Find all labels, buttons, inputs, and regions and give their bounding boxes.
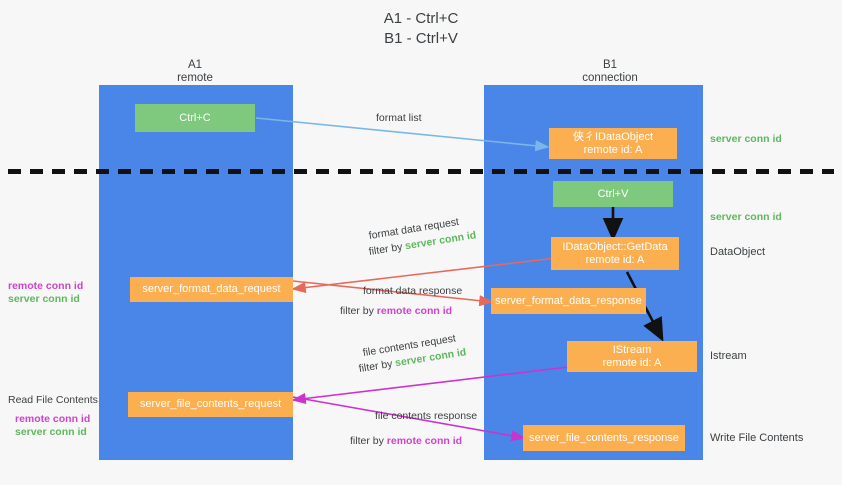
node-server-format-data-request[interactable]: server_format_data_request [130,277,293,302]
edge-label-format-data-response-filter: filter by remote conn id [340,304,452,318]
format-data-response-filter-key: remote conn id [376,305,453,317]
column-b1-sub: connection [582,72,638,84]
node-istream[interactable]: IStream remote id: A [567,341,697,372]
edge-label-file-contents-response-filter: filter by remote conn id [350,434,462,448]
edge-file-contents-request [291,366,569,405]
title-line-2: B1 - Ctrl+V [384,30,458,47]
annotation-read-file-contents: Read File Contents [8,394,98,406]
edge-format-data-response [292,280,494,307]
node-ctrl-c-label: Ctrl+C [179,111,211,124]
node-getdata-line-1: IDataObject::GetData [562,240,668,253]
node-set-dataobject-line-2: remote id: A [583,143,643,156]
annotation-format-server-conn-id: server conn id [8,293,80,305]
column-a1-name: A1 [187,59,203,71]
annotation-format-remote-conn-id: remote conn id [8,280,84,292]
node-ctrl-v[interactable]: Ctrl+V [553,181,673,207]
node-server-format-data-response[interactable]: server_format_data_response [491,288,646,314]
column-a1-sub: remote [177,72,213,84]
edge-label-file-contents-response: file contents response [375,410,478,422]
annotation-file-remote-conn-id: remote conn id [15,413,91,425]
file-contents-response-filter-prefix: filter by [350,435,387,447]
annotation-write-file-contents: Write File Contents [710,432,804,444]
node-ctrl-c[interactable]: Ctrl+C [135,104,255,132]
node-getdata[interactable]: IDataObject::GetData remote id: A [551,237,679,270]
title-line-1: A1 - Ctrl+C [383,10,459,27]
column-header-a1: A1 remote [115,59,275,85]
column-b1-name: B1 [602,59,618,71]
edge-file-contents-response [292,396,526,442]
annotation-file-server-conn-id: server conn id [15,426,87,438]
node-getdata-line-2: remote id: A [585,253,645,266]
format-data-response-filter-prefix: filter by [340,305,377,317]
edge-format-list [255,117,550,152]
node-server-format-data-response-label: server_format_data_response [495,294,642,307]
edge-label-format-data-response: format data response [363,285,463,297]
node-server-file-contents-response[interactable]: server_file_contents_response [523,425,685,451]
annotation-server-conn-id-top: server conn id [710,133,782,145]
node-ctrl-v-label: Ctrl+V [597,187,629,200]
node-set-dataobject-line-1: 俠彳IDataObject [572,130,654,143]
column-header-b1: B1 connection [530,59,690,85]
file-contents-response-filter-key: remote conn id [386,435,463,447]
phase-divider [8,169,834,174]
annotation-istream: Istream [710,350,747,362]
annotation-server-conn-id-mid: server conn id [710,211,782,223]
annotation-dataobject: DataObject [710,246,766,258]
node-server-file-contents-response-label: server_file_contents_response [529,431,679,444]
edge-format-data-request [291,257,557,294]
node-istream-line-1: IStream [612,343,652,356]
node-server-file-contents-request[interactable]: server_file_contents_request [128,392,293,417]
node-istream-line-2: remote id: A [602,356,662,369]
node-server-format-data-request-label: server_format_data_request [142,283,281,295]
diagram-title: A1 - Ctrl+C B1 - Ctrl+V [0,9,842,49]
node-set-dataobject[interactable]: 俠彳IDataObject remote id: A [549,128,677,159]
node-server-file-contents-request-label: server_file_contents_request [139,398,282,410]
edge-label-format-list: format list [376,112,422,124]
